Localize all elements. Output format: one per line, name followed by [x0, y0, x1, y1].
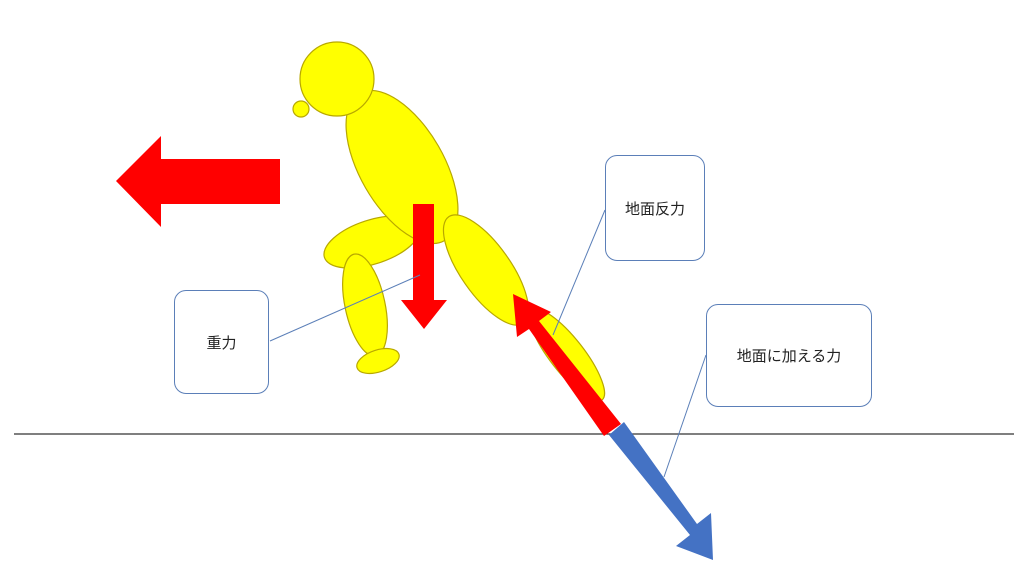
gravity-leader-line [269, 274, 421, 342]
gravity-label: 重力 [206, 333, 237, 352]
runner-figure [292, 41, 606, 402]
head [299, 41, 375, 117]
nose [292, 100, 310, 118]
force-on-ground-callout: 地面に加える力 [706, 304, 872, 407]
ground-reaction-callout: 地面反力 [605, 155, 705, 261]
ground-reaction-leader-line [552, 209, 606, 336]
back-foot [356, 347, 400, 375]
force-on-ground-arrow [609, 422, 713, 560]
ground-reaction-arrow [513, 294, 621, 436]
force-on-ground-label: 地面に加える力 [736, 347, 842, 365]
gravity-callout: 重力 [174, 290, 269, 394]
force-on-ground-leader-line [663, 354, 707, 478]
gravity-arrow [401, 204, 447, 329]
ground-reaction-label: 地面反力 [624, 199, 685, 218]
forward-motion-arrow [116, 136, 280, 227]
